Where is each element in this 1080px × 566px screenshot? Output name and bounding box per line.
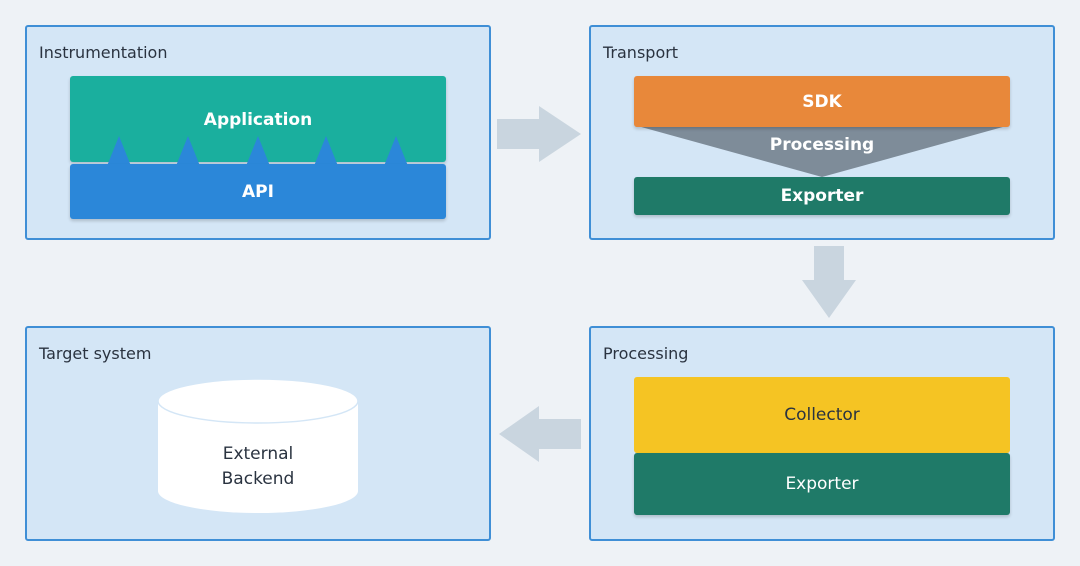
processing-funnel (634, 125, 1010, 177)
collector-label: Collector (784, 405, 860, 425)
target-system-panel: Target system External Backend (25, 326, 491, 541)
backend-label-line1: External (222, 444, 294, 464)
api-label: API (242, 181, 274, 202)
database-icon (157, 378, 359, 513)
processing-funnel-label: Processing (769, 135, 875, 155)
api-hooks (107, 136, 408, 166)
api-hook-3 (246, 136, 270, 166)
transport-title: Transport (603, 43, 679, 62)
processing-exporter-label: Exporter (785, 474, 859, 494)
sdk-label: SDK (802, 91, 842, 112)
transport-exporter-block: Exporter (634, 177, 1010, 215)
processing-title: Processing (603, 344, 689, 363)
sdk-block: SDK (634, 76, 1010, 127)
api-hook-1 (107, 136, 131, 166)
arrow-left-icon (499, 406, 581, 462)
api-hook-2 (176, 136, 200, 166)
transport-exporter-label: Exporter (780, 186, 864, 206)
api-block: API (70, 164, 446, 219)
arrow-right-icon (497, 106, 581, 162)
processing-panel: Processing Collector Exporter (589, 326, 1055, 541)
instrumentation-title: Instrumentation (39, 43, 168, 62)
target-system-title: Target system (39, 344, 152, 363)
collector-block: Collector (634, 377, 1010, 453)
backend-label-line2: Backend (221, 469, 295, 489)
arrow-down-icon (802, 246, 856, 318)
processing-exporter-block: Exporter (634, 453, 1010, 515)
application-label: Application (203, 110, 313, 130)
instrumentation-panel: Instrumentation Application API (25, 25, 491, 240)
transport-panel: Transport SDK Processing Exporter (589, 25, 1055, 240)
api-hook-5 (384, 136, 408, 166)
api-hook-4 (314, 136, 338, 166)
